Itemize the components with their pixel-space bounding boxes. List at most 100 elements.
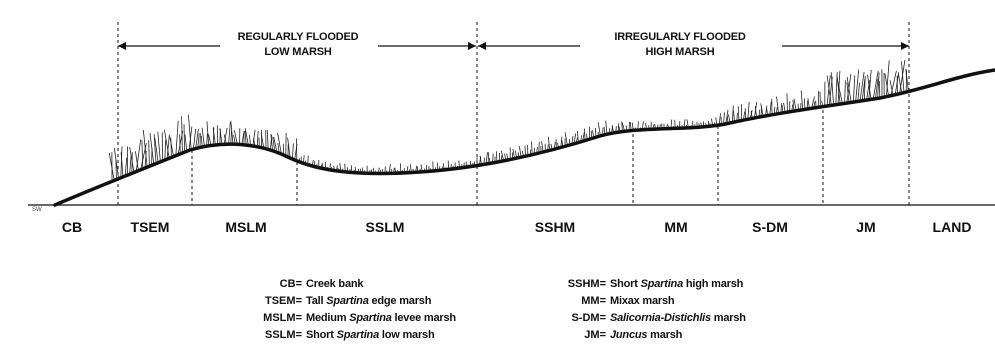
grass-stroke (864, 75, 866, 101)
grass-stroke (212, 127, 216, 146)
marsh-vegetation (108, 60, 909, 182)
grass-stroke (201, 127, 205, 147)
span-high-label-2: HIGH MARSH (646, 46, 715, 58)
grass-stroke (148, 140, 150, 167)
grass-stroke (792, 99, 795, 112)
grass-stroke (811, 96, 815, 109)
grass-stroke (233, 130, 238, 145)
grass-stroke (141, 139, 144, 169)
legend-code: CB= (280, 278, 302, 290)
grass-stroke (228, 122, 231, 145)
grass-stroke (157, 131, 161, 162)
grass-stroke (256, 130, 259, 147)
grass-stroke (273, 136, 278, 153)
legend-definition: Tall Spartina edge marsh (306, 295, 432, 307)
grass-stroke (287, 137, 291, 159)
grass-stroke (807, 98, 810, 109)
grass-stroke (732, 109, 735, 123)
grass-stroke (877, 72, 880, 99)
grass-stroke (800, 90, 804, 110)
legend-item-jm: JM= Juncus marsh (584, 329, 683, 341)
grass-stroke (732, 105, 734, 123)
grass-stroke (230, 120, 234, 145)
legend-definition: Salicornia-Distichlis marsh (610, 312, 746, 324)
grass-stroke (124, 157, 128, 177)
grass-stroke (193, 128, 197, 150)
grass-stroke (164, 129, 170, 159)
span-high-arrowhead-right (901, 42, 909, 50)
grass-stroke (208, 134, 212, 146)
grass-stroke (875, 78, 879, 99)
grass-stroke (260, 132, 265, 149)
grass-stroke (120, 146, 123, 178)
grass-stroke (803, 98, 806, 110)
grass-stroke (184, 134, 188, 152)
grass-stroke (872, 70, 879, 100)
legend-item-tsem: TSEM= Tall Spartina edge marsh (265, 295, 432, 307)
legend-code: SSHM= (568, 278, 606, 290)
grass-stroke (793, 98, 797, 111)
grass-stroke (780, 103, 783, 114)
corner-tag: SW (32, 207, 42, 213)
grass-stroke (747, 101, 750, 120)
grass-stroke (769, 101, 772, 116)
zone-code-jm: JM (856, 219, 875, 235)
grass-stroke (886, 60, 890, 97)
grass-stroke (292, 143, 294, 160)
legend-definition: Short Spartina low marsh (306, 329, 435, 341)
grass-stroke (547, 136, 551, 151)
grass-stroke (188, 114, 192, 150)
grass-stroke (817, 90, 820, 108)
grass-stroke (120, 152, 124, 177)
grass-stroke (846, 82, 850, 103)
span-low-arrowhead-left (118, 42, 126, 50)
span-high-arrowhead-left (478, 42, 486, 50)
grass-stroke (181, 116, 183, 154)
grass-stroke (518, 146, 522, 158)
zone-codes: CB TSEM MSLM SSLM SSHM MM S-DM JM LAND (62, 219, 972, 235)
zone-code-sshm: SSHM (535, 219, 575, 235)
grass-stroke (244, 128, 249, 146)
legend-item-mm: MM= Mixax marsh (581, 295, 675, 307)
grass-stroke (826, 75, 831, 107)
span-high-label-1: IRREGULARLY FLOODED (614, 31, 746, 43)
legend-definition: Mixax marsh (610, 295, 675, 307)
grass-stroke (495, 151, 498, 163)
grass-stroke (783, 102, 786, 113)
legend-code: TSEM= (265, 295, 302, 307)
span-low-label-1: REGULARLY FLOODED (238, 31, 359, 43)
legend-item-mslm: MSLM= Medium Spartina levee marsh (263, 312, 456, 324)
grass-stroke (266, 129, 269, 150)
grass-stroke (142, 129, 148, 168)
grass-stroke (164, 139, 167, 161)
grass-stroke (868, 69, 872, 100)
grass-stroke (861, 78, 866, 101)
grass-stroke (195, 128, 199, 149)
grass-stroke (108, 152, 115, 181)
grass-stroke (277, 132, 282, 155)
grass-stroke (149, 133, 155, 165)
grass-stroke (725, 109, 729, 124)
legend-item-cb: CB= Creek bank (280, 278, 365, 290)
legend-code: S-DM= (571, 312, 606, 324)
grass-stroke (183, 124, 185, 153)
grass-stroke (857, 82, 860, 102)
ground-profile-line (53, 68, 995, 207)
legend: CB= Creek bank TSEM= Tall Spartina edge … (263, 278, 746, 341)
grass-stroke (605, 120, 608, 135)
legend-right-column: SSHM= Short Spartina high marsh MM= Mixa… (568, 278, 747, 341)
grass-stroke (169, 136, 174, 157)
grass-stroke (855, 69, 860, 102)
span-high-marsh: IRREGULARLY FLOODED HIGH MARSH (476, 22, 910, 205)
span-low-arrowhead-right (468, 42, 476, 50)
grass-stroke (846, 76, 852, 103)
grass-stroke (175, 120, 179, 156)
grass-stroke (252, 129, 256, 147)
zone-code-mm: MM (664, 219, 687, 235)
legend-left-column: CB= Creek bank TSEM= Tall Spartina edge … (263, 278, 456, 341)
span-low-label-2: LOW MARSH (264, 46, 332, 58)
grass-stroke (248, 134, 251, 146)
legend-code: JM= (584, 329, 606, 341)
grass-stroke (830, 72, 834, 106)
